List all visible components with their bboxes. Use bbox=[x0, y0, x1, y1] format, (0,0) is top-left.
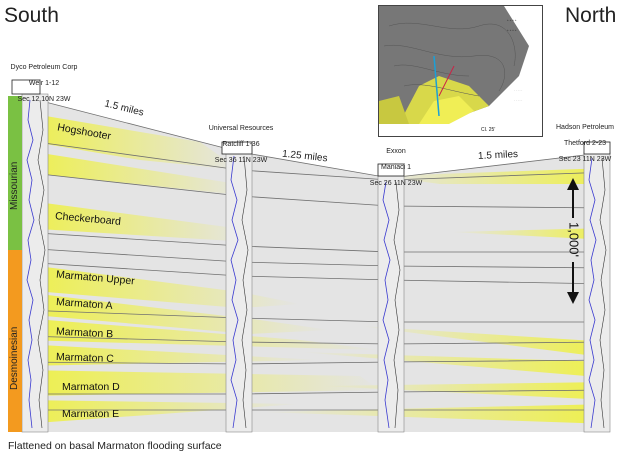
distance-label: 1.5 miles bbox=[477, 148, 519, 163]
desmoinesian-bar bbox=[8, 250, 22, 432]
direction-south: South bbox=[4, 4, 59, 27]
well-label-exxon: Exxon Maniaci 1 Sec 26 11N 23W bbox=[356, 140, 436, 196]
correlation-lines bbox=[21, 95, 611, 411]
well-name: Thetford 2-23 bbox=[563, 140, 607, 147]
missourian-bar bbox=[8, 96, 22, 250]
map-scale-text: CI. 25' bbox=[481, 127, 495, 133]
svg-text:+ + + +: + + + + bbox=[507, 18, 517, 22]
svg-text:+ + + +: + + + + bbox=[507, 28, 517, 32]
map-inset: + + + + + + + + · · · · · · · · · · CI. … bbox=[378, 5, 543, 137]
well-operator: Exxon bbox=[386, 148, 406, 155]
scale-label: 1,000' bbox=[566, 221, 582, 257]
map-graphic: + + + + + + + + · · · · · · · · · · CI. … bbox=[379, 6, 542, 136]
well-location: Sec 26 11N 23W bbox=[369, 180, 423, 187]
scale-arrow bbox=[567, 178, 579, 304]
unit-label-marmaton-e: Marmaton E bbox=[62, 408, 120, 420]
well-operator: Universal Resources bbox=[208, 125, 274, 132]
well-location: Sec 36 11N 23W bbox=[214, 157, 268, 164]
caption: Flattened on basal Marmaton flooding sur… bbox=[8, 440, 222, 452]
well-name: Weir 1-12 bbox=[28, 80, 60, 87]
well-location: Sec 23 11N 23W bbox=[558, 156, 612, 163]
well-operator: Dyco Petroleum Corp bbox=[10, 64, 78, 71]
svg-text:· · · · ·: · · · · · bbox=[514, 88, 522, 92]
stage-label-missourian: Missourian bbox=[9, 161, 20, 210]
direction-north: North bbox=[565, 4, 617, 27]
well-location: Sec 12 10N 23W bbox=[17, 96, 71, 103]
sand-bodies bbox=[22, 112, 610, 424]
well-label-dyco: Dyco Petroleum Corp Weir 1-12 Sec 12 10N… bbox=[4, 56, 84, 112]
stage-label-desmoinesian: Desmoinesian bbox=[9, 326, 20, 390]
well-headers bbox=[11, 79, 611, 177]
well-label-universal: Universal Resources Ratcliff 1-36 Sec 36… bbox=[198, 117, 284, 173]
unit-label-marmaton-d: Marmaton D bbox=[62, 381, 120, 393]
well-operator: Hadson Petroleum bbox=[556, 124, 614, 131]
well-name: Ratcliff 1-36 bbox=[222, 141, 260, 148]
well-label-hadson: Hadson Petroleum Thetford 2-23 Sec 23 11… bbox=[550, 116, 620, 172]
unit-label-marmaton-c: Marmaton C bbox=[55, 350, 114, 366]
well-name: Maniaci 1 bbox=[381, 164, 411, 171]
svg-text:· · · · ·: · · · · · bbox=[514, 98, 522, 102]
